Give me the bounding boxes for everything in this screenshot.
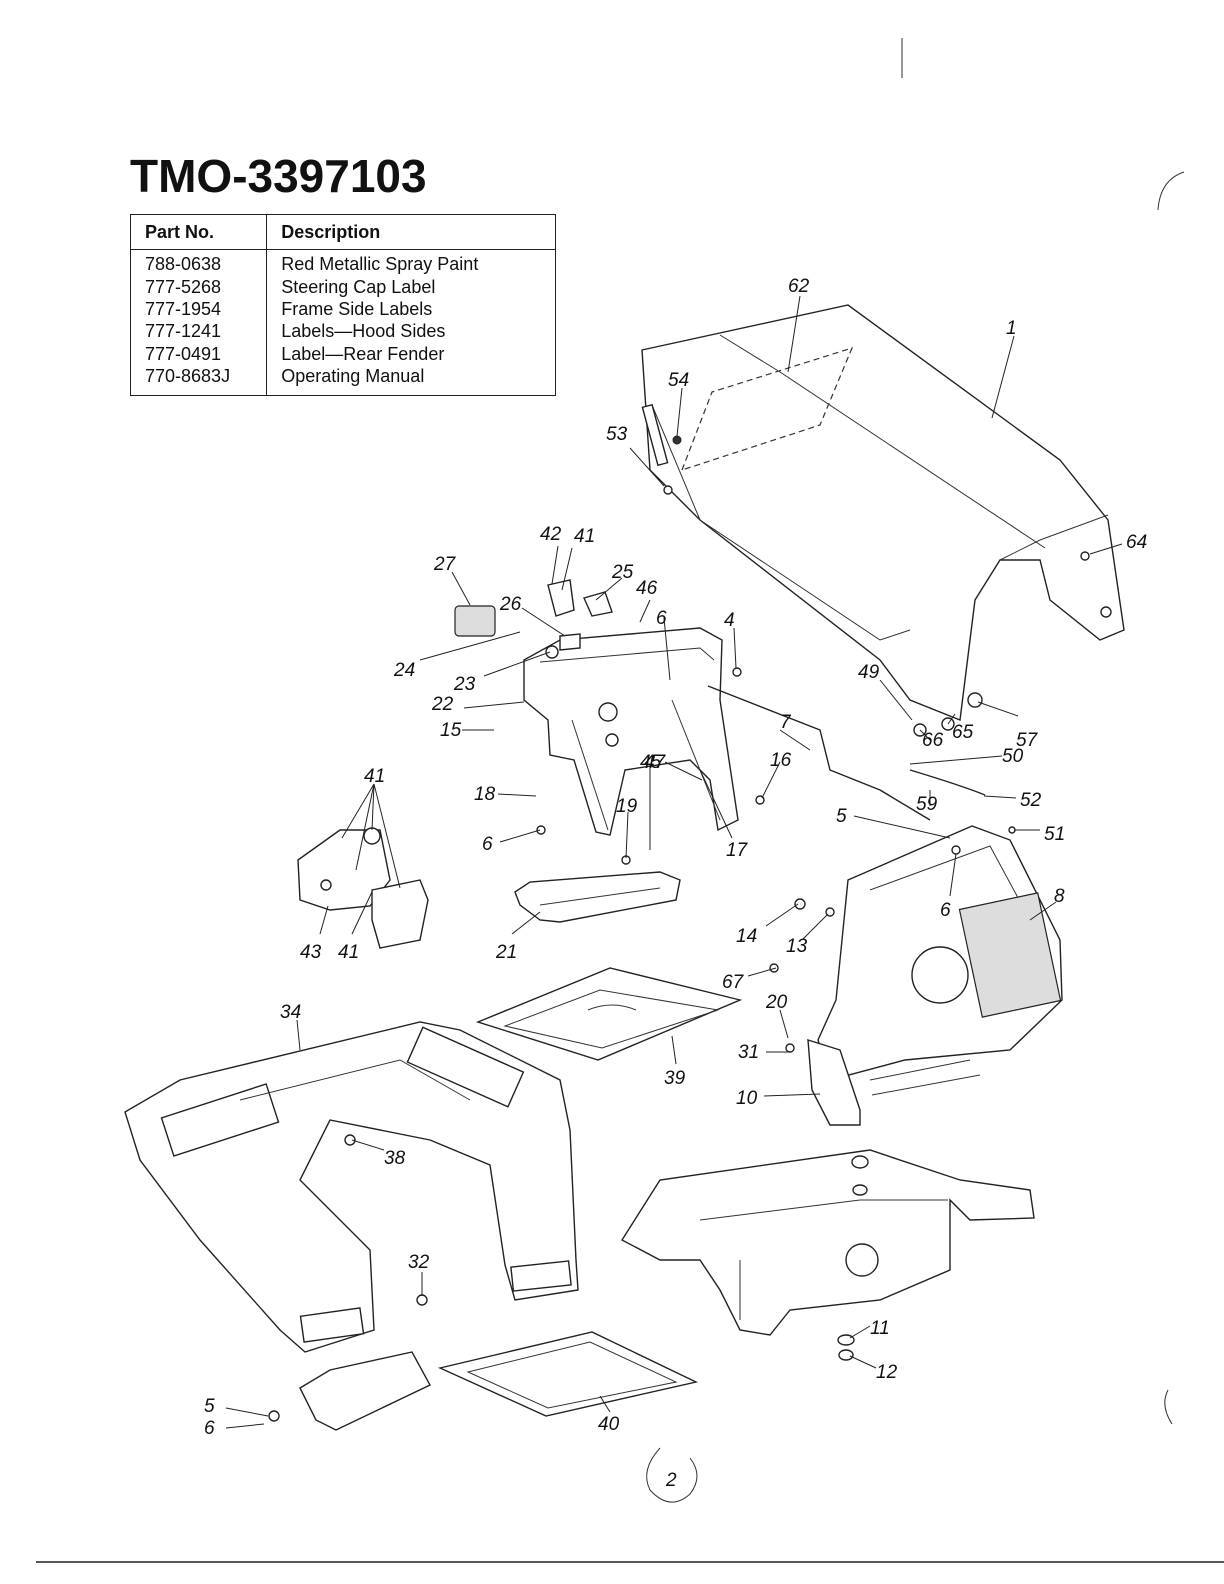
part-no-header: Part No. [130,214,267,250]
callout-45: 45 [640,752,662,773]
description-cell: Frame Side Labels [266,299,556,322]
callout-39: 39 [664,1068,686,1089]
parts-table: Part No. Description 788-0638 Red Metall… [130,214,556,396]
callout-11: 11 [870,1318,890,1339]
callout-13: 13 [786,936,808,957]
description-cell: Operating Manual [266,366,556,396]
hardware-fasteners [268,485,1016,1422]
table-row: 777-0491 Label—Rear Fender [131,343,556,367]
callout-4: 4 [724,610,735,631]
callout-6: 6 [656,608,667,629]
table-row: 777-1241 Labels—Hood Sides [131,321,556,344]
part-no-cell: 777-0491 [145,343,222,364]
drag-link-cable-part [707,685,986,821]
table-row: 777-5268 Steering Cap Label [131,276,556,300]
frame-part [621,1149,1035,1361]
callout-22: 22 [431,694,454,715]
rear-fender-part [124,1021,579,1353]
callout-labels: 62 1 54 53 64 42 41 27 25 46 26 6 4 24 2… [204,276,1147,1439]
callout-6-d: 6 [204,1418,215,1439]
callout-40: 40 [598,1414,620,1435]
callout-25: 25 [611,562,634,583]
callout-5: 5 [836,806,847,827]
page-mark: 2 [646,1447,698,1503]
callout-20: 20 [765,992,788,1013]
callout-15: 15 [440,720,462,741]
callout-67: 67 [722,972,745,993]
callout-23: 23 [453,674,476,695]
scan-margin-marks [36,38,1224,1563]
callout-26: 26 [499,594,522,615]
callout-50: 50 [1002,746,1024,767]
hood-part [641,304,1125,721]
callout-21: 21 [495,942,517,963]
footrest-plate-part [299,1331,699,1431]
page-title: TMO-3397103 [130,149,427,202]
callout-52: 52 [1020,790,1042,811]
callout-51: 51 [1044,824,1065,845]
callout-12: 12 [876,1362,898,1383]
callout-6-c: 6 [940,900,951,921]
grille-nose-part [807,825,1063,1126]
parts-table-header: Part No. Description [130,214,556,250]
callout-49: 49 [858,662,880,683]
callout-14: 14 [736,926,757,947]
callout-19: 19 [616,796,638,817]
callout-17: 17 [726,840,749,861]
table-row: 777-1954 Frame Side Labels [131,299,556,322]
callout-41: 41 [574,526,595,547]
description-cell: Red Metallic Spray Paint [266,249,556,277]
part-no-cell: 777-1954 [145,299,222,320]
callout-57: 57 [1016,730,1039,751]
description-header: Description [266,214,556,250]
callout-42: 42 [540,524,562,545]
callout-41-b: 41 [364,766,385,787]
callout-8: 8 [1054,886,1065,907]
callout-54: 54 [668,370,689,391]
callout-5-b: 5 [204,1396,215,1417]
callout-24: 24 [393,660,415,681]
part-no-cell: 777-1241 [145,321,222,342]
dash-panel-part [454,579,739,836]
side-panel-assembly-part [297,827,429,949]
callout-65: 65 [952,722,974,743]
callout-27: 27 [433,554,457,575]
callout-62: 62 [788,276,810,297]
callout-31: 31 [738,1042,759,1063]
part-no-cell: 788-0638 [145,254,222,274]
callout-38: 38 [384,1148,406,1169]
callout-59: 59 [916,794,938,815]
description-cell: Steering Cap Label [266,276,556,300]
step-plate-part [475,967,743,1061]
callout-32: 32 [408,1252,430,1273]
part-no-cell: 770-8683J [145,366,231,387]
callout-7: 7 [780,712,792,733]
callout-41-c: 41 [338,942,359,963]
steering-bracket-part [514,871,681,923]
table-row: 788-0638 Red Metallic Spray Paint [131,249,556,277]
callout-34: 34 [280,1002,301,1023]
callout-66: 66 [922,730,944,751]
description-cell: Label—Rear Fender [266,343,556,367]
callout-64: 64 [1126,532,1147,553]
callout-16: 16 [770,750,792,771]
callout-18: 18 [474,784,496,805]
callout-46: 46 [636,578,658,599]
leader-lines [225,295,1123,1429]
callout-10: 10 [736,1088,758,1109]
table-row: 770-8683J Operating Manual [131,366,556,396]
callout-1: 1 [1006,318,1017,339]
description-cell: Labels—Hood Sides [266,321,556,344]
callout-47: 47 [644,752,667,773]
page-mark-number: 2 [665,1470,677,1491]
callout-43: 43 [300,942,322,963]
callout-6-b: 6 [482,834,493,855]
part-no-cell: 777-5268 [145,276,222,297]
callout-53: 53 [606,424,628,445]
